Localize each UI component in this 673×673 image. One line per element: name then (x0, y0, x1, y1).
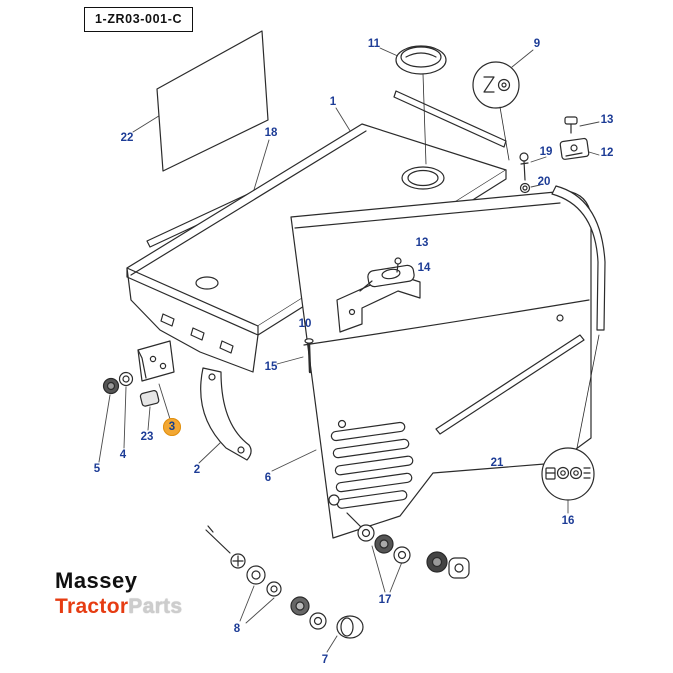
part-callout-11[interactable]: 11 (367, 38, 381, 50)
part-callout-19[interactable]: 19 (539, 146, 553, 158)
brand-logo: Massey TractorParts (55, 568, 182, 619)
part-callout-10[interactable]: 10 (298, 318, 312, 330)
brand-word-tractor: Tractor (55, 595, 129, 618)
part-callout-12[interactable]: 12 (600, 147, 614, 159)
part-callout-4[interactable]: 4 (119, 449, 127, 461)
part-15-pin (304, 338, 314, 374)
part-14-latch (359, 264, 415, 292)
part-callout-7[interactable]: 7 (321, 654, 329, 666)
front-pillar-trim (551, 185, 606, 331)
part-17-fastener-set (346, 512, 470, 579)
part-7-cap-set (309, 612, 364, 639)
part-6-side-panel (290, 190, 592, 539)
part-callout-5[interactable]: 5 (93, 463, 101, 475)
part-19-bolt (519, 152, 529, 181)
part-16-fastener-detail-circle (541, 334, 600, 501)
part-callout-21[interactable]: 21 (490, 457, 504, 469)
part-2-hinge-strap (200, 367, 252, 461)
brand-word-line2: TractorParts (55, 595, 182, 619)
part-4-washer (118, 371, 134, 387)
part-13-screw-mid (394, 257, 402, 273)
part-8-fastener-set (205, 525, 310, 616)
part-callout-20[interactable]: 20 (537, 176, 551, 188)
part-3-hinge-bracket (137, 340, 175, 382)
part-callout-16[interactable]: 16 (561, 515, 575, 527)
part-callout-14[interactable]: 14 (417, 262, 431, 274)
part-9-clip-detail-circle (472, 61, 520, 161)
part-callout-9[interactable]: 9 (533, 38, 541, 50)
part-callout-3[interactable]: 3 (163, 418, 181, 436)
part-callout-2[interactable]: 2 (193, 464, 201, 476)
part-21-trim-strip (435, 334, 585, 435)
part-callout-13[interactable]: 13 (600, 114, 614, 126)
part-23-pad (139, 390, 160, 407)
drawing-number-box: 1-ZR03-001-C (84, 7, 194, 32)
part-callout-17[interactable]: 17 (378, 594, 392, 606)
part-22-sheet-panel (156, 30, 269, 172)
part-callout-1[interactable]: 1 (329, 96, 337, 108)
part-callout-18[interactable]: 18 (264, 127, 278, 139)
part-20-nut (519, 182, 531, 194)
brand-word-parts: Parts (128, 595, 183, 618)
part-12-bracket (559, 137, 590, 160)
part-callout-8[interactable]: 8 (233, 623, 241, 635)
part-11-fuel-cap (395, 45, 447, 165)
part-callout-15[interactable]: 15 (264, 361, 278, 373)
hood-edge-seal-strip (393, 90, 507, 148)
drawing-number: 1-ZR03-001-C (95, 12, 183, 26)
part-callout-22[interactable]: 22 (120, 132, 134, 144)
part-callout-6[interactable]: 6 (264, 472, 272, 484)
part-13-screw-top (564, 116, 578, 134)
brand-word-massey: Massey (55, 568, 138, 593)
part-callout-13[interactable]: 13 (415, 237, 429, 249)
part-5-cap (102, 377, 120, 395)
part-callout-23[interactable]: 23 (140, 431, 154, 443)
